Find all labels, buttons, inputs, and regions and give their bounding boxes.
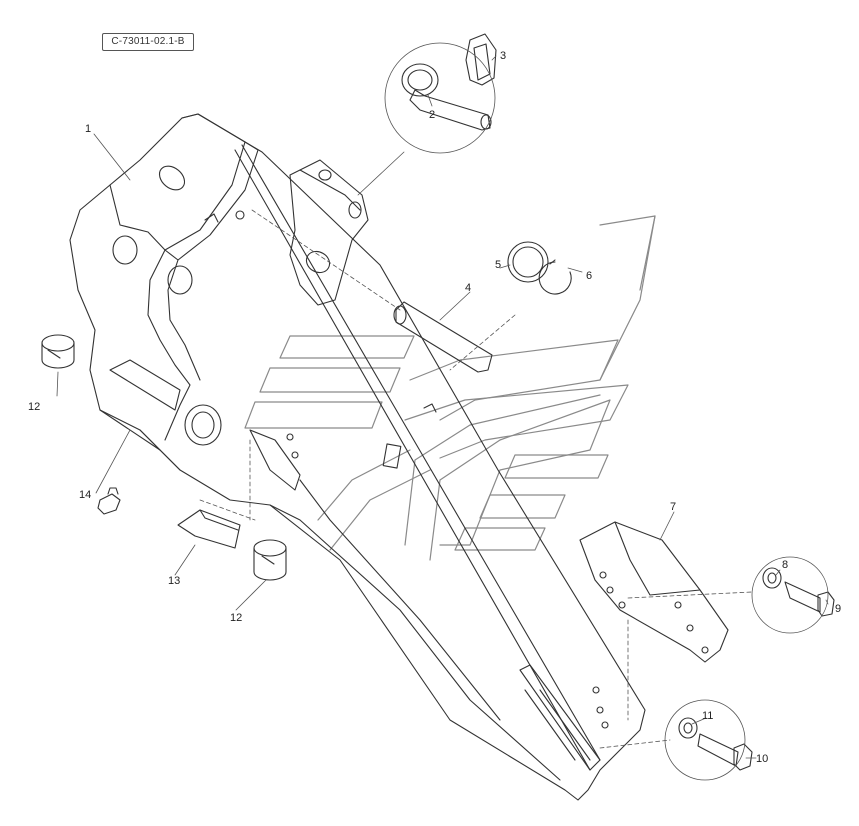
mounting-plate [579, 521, 729, 663]
callout-10: 10 [756, 753, 768, 765]
callout-labels: 1 2 3 4 5 6 7 8 9 10 11 12 12 13 14 [28, 50, 841, 765]
callout-8: 8 [782, 559, 788, 571]
callout-2: 2 [429, 109, 435, 121]
callout-1: 1 [85, 123, 91, 135]
callout-13: 13 [168, 575, 180, 587]
drawing-reference-code: C-73011-02.1-B [102, 33, 194, 51]
pivot-pin [393, 301, 493, 373]
callout-5: 5 [495, 259, 501, 271]
callout-9: 9 [835, 603, 841, 615]
ring-washer-and-circlip [507, 241, 572, 295]
bushing-lower [253, 539, 287, 581]
callout-14: 14 [79, 489, 91, 501]
callout-6: 6 [586, 270, 592, 282]
upper-bracket [289, 159, 369, 306]
bushing-upper [41, 334, 75, 369]
callout-7: 7 [670, 501, 676, 513]
watermark-logo [244, 215, 656, 561]
leader-lines [56, 55, 829, 759]
callout-12-lower: 12 [230, 612, 242, 624]
grease-nipple [97, 487, 121, 515]
callout-11: 11 [702, 710, 713, 722]
callout-3: 3 [500, 50, 506, 62]
callout-4: 4 [465, 282, 471, 294]
main-frame [69, 113, 646, 801]
pin-and-clip [384, 33, 497, 154]
half-shell-liner [177, 509, 241, 549]
washer-and-bolt-upper [751, 556, 835, 634]
callout-12-upper: 12 [28, 401, 40, 413]
washer-and-bolt-lower [664, 699, 753, 781]
